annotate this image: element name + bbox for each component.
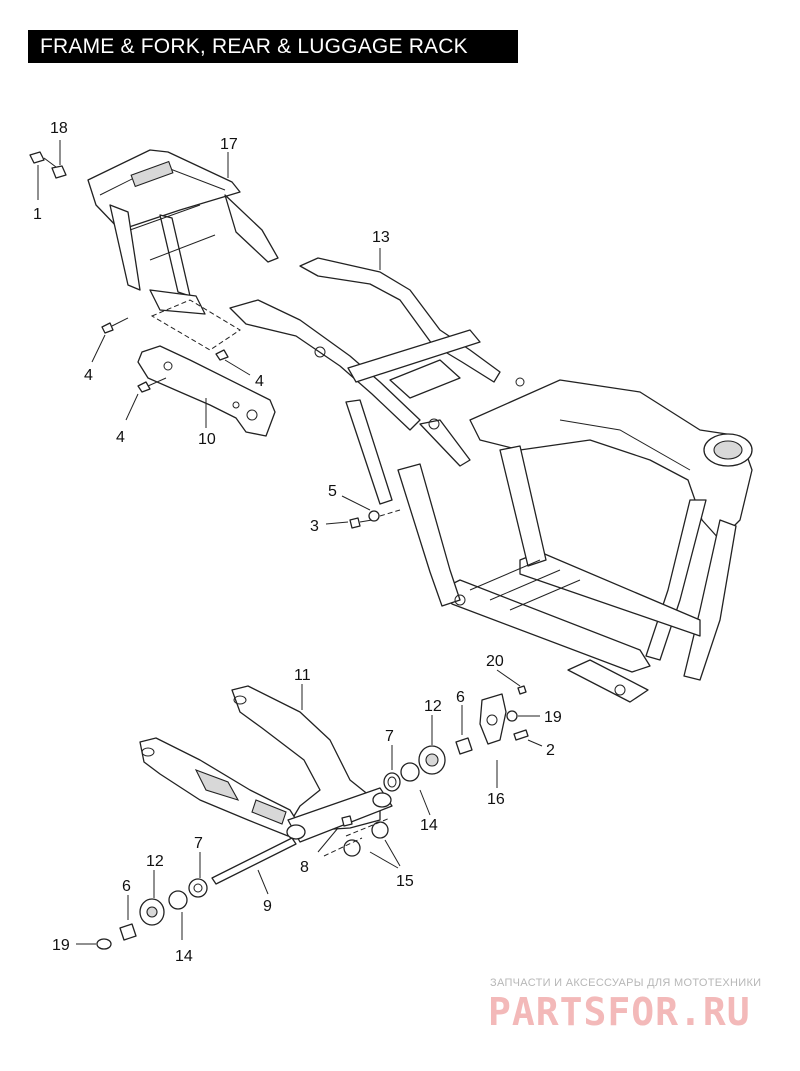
pivot-cap-left — [139, 898, 165, 926]
callout-15: 15 — [396, 873, 414, 890]
pivot-spacer-right — [400, 762, 420, 782]
callout-13: 13 — [372, 229, 390, 246]
watermark-logo: PARTSFOR.RU — [488, 990, 751, 1034]
callout-6: 6 — [456, 689, 465, 706]
callout-2: 2 — [546, 742, 555, 759]
swingarm-grease-fitting — [341, 815, 353, 827]
callout-16: 16 — [487, 791, 505, 808]
callout-5: 5 — [328, 483, 337, 500]
rack-nut — [51, 165, 67, 179]
callout-14: 14 — [420, 817, 438, 834]
pivot-plate-screw-side — [513, 729, 529, 741]
callout-12: 12 — [146, 853, 164, 870]
callout-1: 1 — [33, 206, 42, 223]
callout-14: 14 — [175, 948, 193, 965]
rear-swingarm — [139, 685, 393, 843]
callout-17: 17 — [220, 136, 238, 153]
callout-20: 20 — [486, 653, 504, 670]
pivot-bushing-right — [455, 737, 473, 755]
callout-10: 10 — [198, 431, 216, 448]
callout-6: 6 — [122, 878, 131, 895]
callout-4: 4 — [116, 429, 125, 446]
callout-7: 7 — [194, 835, 203, 852]
pivot-plate-screw-top — [517, 685, 527, 695]
swingarm-bushing-b — [371, 821, 389, 839]
swingarm-bushing-a — [343, 839, 361, 857]
pivot-cap-right — [418, 745, 446, 775]
frame-washer — [368, 510, 380, 522]
side-cover-plate — [137, 345, 276, 437]
callout-12: 12 — [424, 698, 442, 715]
callout-19: 19 — [52, 937, 70, 954]
watermark-tagline: ЗАПЧАСТИ И АКСЕССУАРЫ ДЛЯ МОТОТЕХНИКИ — [490, 977, 762, 989]
callout-4: 4 — [84, 367, 93, 384]
side-plate-screw-c — [137, 377, 167, 393]
pivot-bearing-right — [383, 772, 401, 792]
callout-9: 9 — [263, 898, 272, 915]
side-plate-screw-a — [101, 317, 129, 334]
pivot-cap-nut-left — [96, 938, 112, 950]
frame-bolt — [349, 517, 373, 529]
motorcycle-frame — [229, 257, 753, 703]
callout-18: 18 — [50, 120, 68, 137]
callout-7: 7 — [385, 728, 394, 745]
luggage-rack — [87, 149, 279, 315]
pivot-shaft — [211, 837, 297, 885]
callout-8: 8 — [300, 859, 309, 876]
pivot-plate-nut — [506, 710, 518, 722]
rack-bolt — [29, 151, 61, 171]
callout-3: 3 — [310, 518, 319, 535]
side-plate-screw-b — [215, 349, 229, 361]
callout-11: 11 — [294, 667, 311, 684]
pivot-mount-plate — [479, 693, 507, 745]
pivot-bearing-left — [188, 878, 208, 898]
page-title: FRAME & FORK, REAR & LUGGAGE RACK — [28, 30, 518, 63]
callout-4: 4 — [255, 373, 264, 390]
pivot-spacer-left — [168, 890, 188, 910]
callout-19: 19 — [544, 709, 562, 726]
pivot-bushing-left — [119, 923, 137, 941]
